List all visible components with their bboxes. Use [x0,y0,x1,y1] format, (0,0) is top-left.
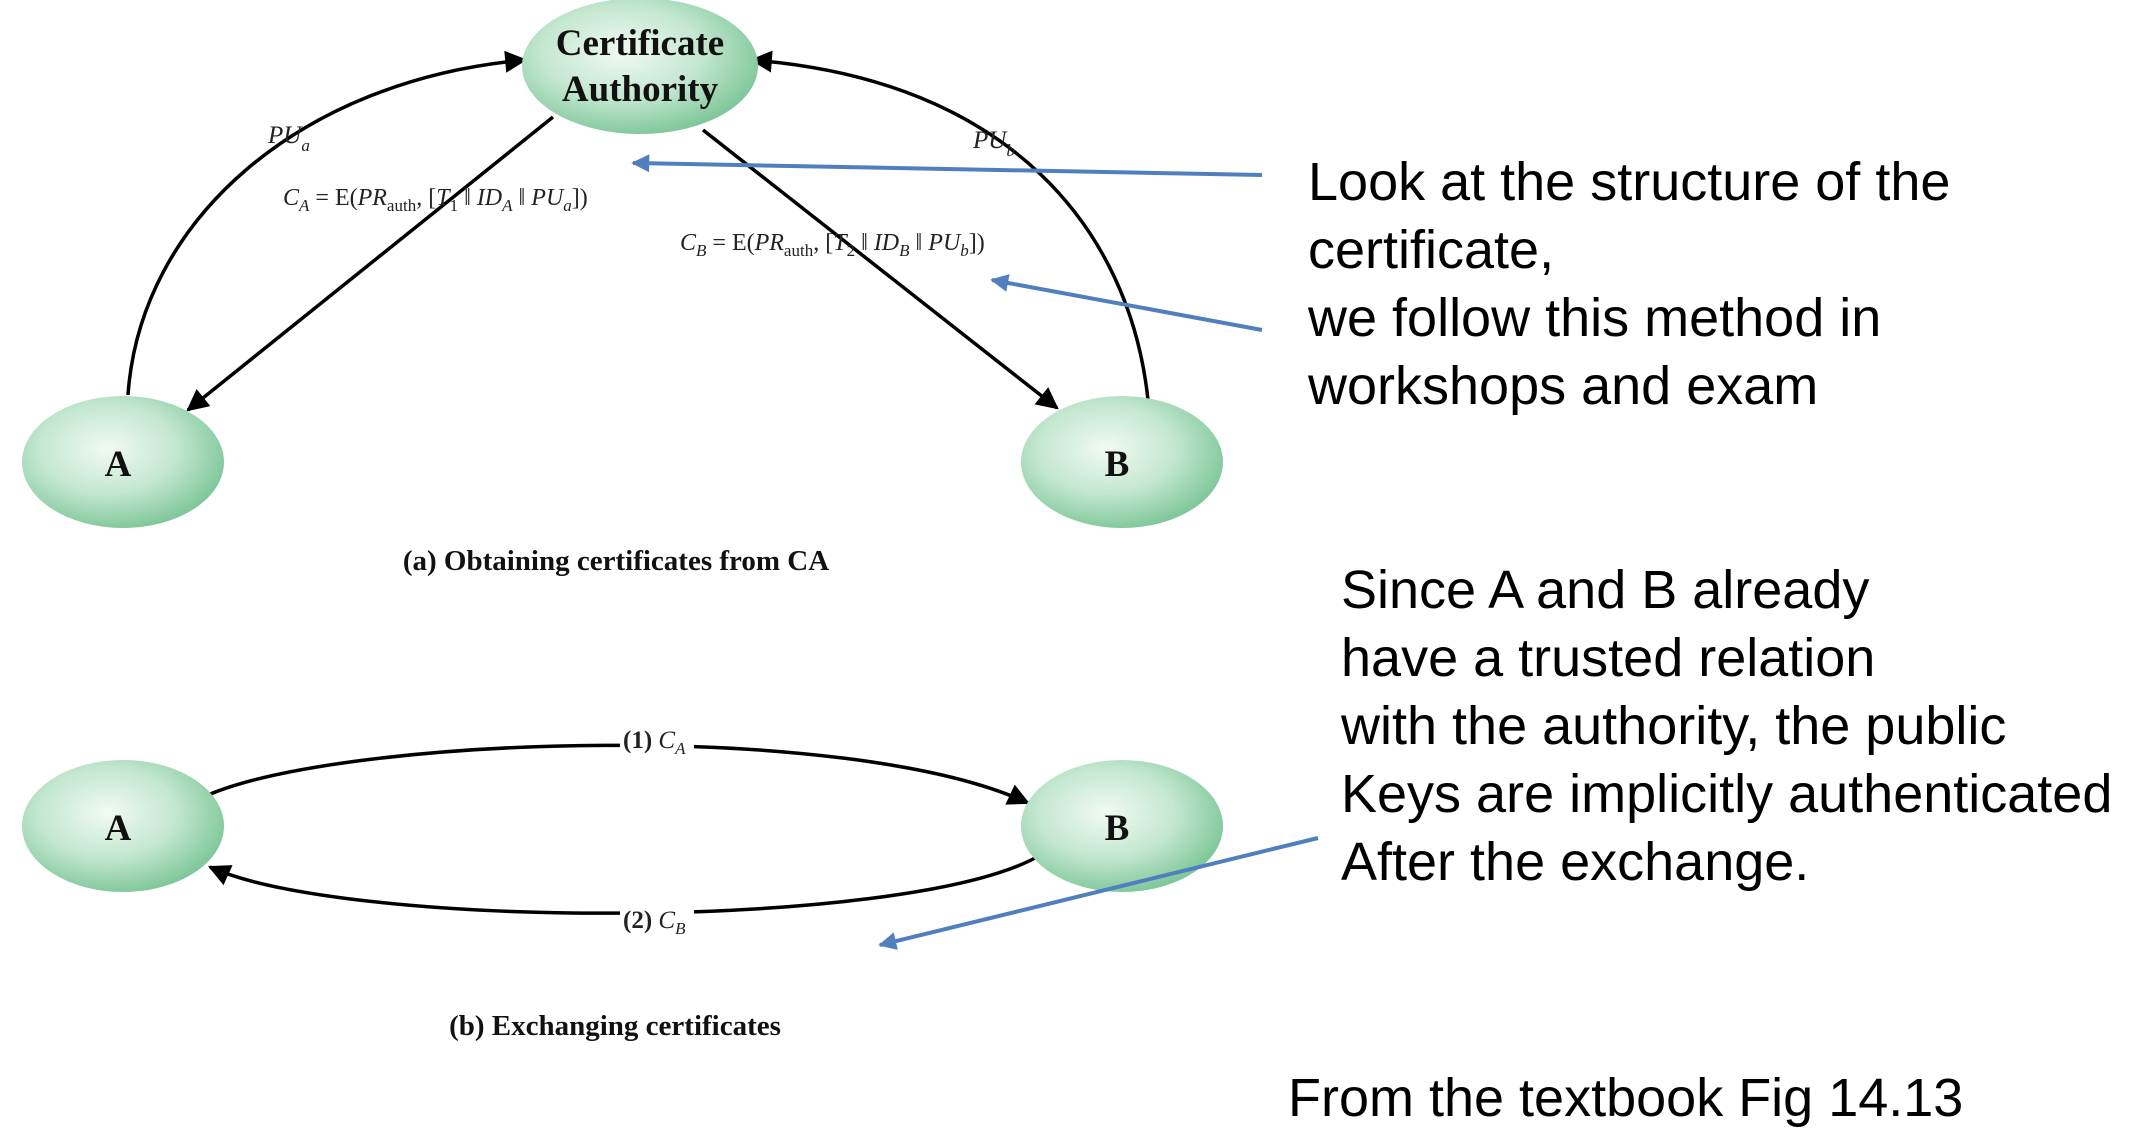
node-b [1021,396,1223,528]
ca-pr: PR [357,185,388,211]
arrow-a-to-ca [126,50,528,396]
note-certificate-structure: Look at the structure of the certificate… [1308,148,1950,420]
cb-pr-sub: auth [784,241,814,260]
note1-line: workshops and exam [1308,356,1819,416]
arrow-ca-to-a [186,115,555,412]
ca-eq: = E( [309,185,357,211]
cb-c: C [680,230,697,256]
ca-mid: , [ [416,185,436,211]
ca-label-line2: Authority [562,69,719,110]
diagram-b: (1) CA (2) CB A B (b) Exchanging certifi… [22,720,1223,1042]
node-a [22,396,224,528]
note1-line: we follow this method in [1308,288,1882,348]
pu-a-sub: a [301,136,310,155]
pointer-to-exchange [878,836,1319,950]
certificate-authority-node [522,0,758,134]
ca-pr-sub: auth [387,196,417,215]
cb-end: ]) [969,230,985,256]
ca-c: C [283,185,300,211]
note-source: From the textbook Fig 14.13 [1288,1064,1963,1132]
edge1-num: (1) [623,727,658,754]
edge1-label-bg [620,720,694,756]
edge2-c: C [658,907,675,934]
node-b-label: B [1105,444,1130,485]
ca-pu-sub: a [563,196,572,215]
edge1-c-sub: A [674,739,686,758]
cb-id-sub: B [899,241,910,260]
ca-t-sub: 1 [450,196,459,215]
edge2-label: (2) CB [623,907,686,938]
ca-label-line1: Certificate [556,23,724,64]
arrow-ca-to-b [701,128,1059,410]
caption-b: (b) Exchanging certificates [449,1010,781,1042]
caption-a: (a) Obtaining certificates from CA [403,545,829,577]
ca-end: ]) [572,185,588,211]
cb-t: T [833,230,848,256]
node-a-exchange-label: A [105,808,132,849]
note2-line: After the exchange. [1341,832,1810,892]
pu-b-text: PU [972,127,1008,154]
cb-id: ID [873,230,899,256]
ca-sep1: ‖ [458,185,477,211]
ca-id-sub: A [501,196,513,215]
note2-line: with the authority, the public [1341,696,2007,756]
node-b-exchange-label: B [1105,808,1130,849]
pointer-to-certificate-b [990,274,1263,332]
cb-pu-sub: b [960,241,969,260]
source-line: From the textbook Fig 14.13 [1288,1068,1964,1128]
node-a-label: A [105,444,132,485]
ca-id: ID [476,185,502,211]
note-trusted-relation: Since A and B already have a trusted rel… [1341,556,2112,896]
certificate-b-formula: CB = E(PRauth, [T2 ‖ IDB ‖ PUb]) [680,230,985,260]
cb-pu: PU [927,230,962,256]
arrow-exchange-a-to-b [207,743,1030,805]
pu-a-label: PUa [267,122,310,155]
pu-a-text: PU [267,122,303,149]
edge2-c-sub: B [675,919,686,938]
note1-line: certificate, [1308,220,1555,280]
cb-pr: PR [754,230,785,256]
cb-eq: = E( [706,230,754,256]
certificate-a-formula: CA = E(PRauth, [T1 ‖ IDA ‖ PUa]) [283,185,588,215]
node-b-exchange [1021,760,1223,892]
note1-line: Look at the structure of the [1308,152,1951,212]
ca-t: T [436,185,451,211]
pointer-to-ca [631,154,1263,177]
cb-sep1: ‖ [855,230,874,256]
note2-line: have a trusted relation [1341,628,1876,688]
pu-b-sub: b [1006,141,1015,160]
arrow-b-to-ca [749,50,1150,401]
edge1-label: (1) CA [623,727,686,758]
note2-line: Keys are implicitly authenticated [1341,764,2113,824]
edge2-num: (2) [623,907,658,934]
note2-line: Since A and B already [1341,560,1870,620]
cb-sep2: ‖ [910,230,929,256]
cb-mid: , [ [813,230,833,256]
ca-c-sub: A [298,196,310,215]
ca-pu: PU [530,185,565,211]
cb-c-sub: B [696,241,707,260]
edge2-label-bg [620,900,694,936]
edge1-c: C [658,727,675,754]
annotation-pointers [631,154,1319,950]
diagram-a: Certificate Authority A B PUa PUb CA = E… [22,0,1223,577]
ca-sep2: ‖ [513,185,532,211]
node-a-exchange [22,760,224,892]
pu-b-label: PUb [972,127,1015,160]
cb-t-sub: 2 [847,241,856,260]
